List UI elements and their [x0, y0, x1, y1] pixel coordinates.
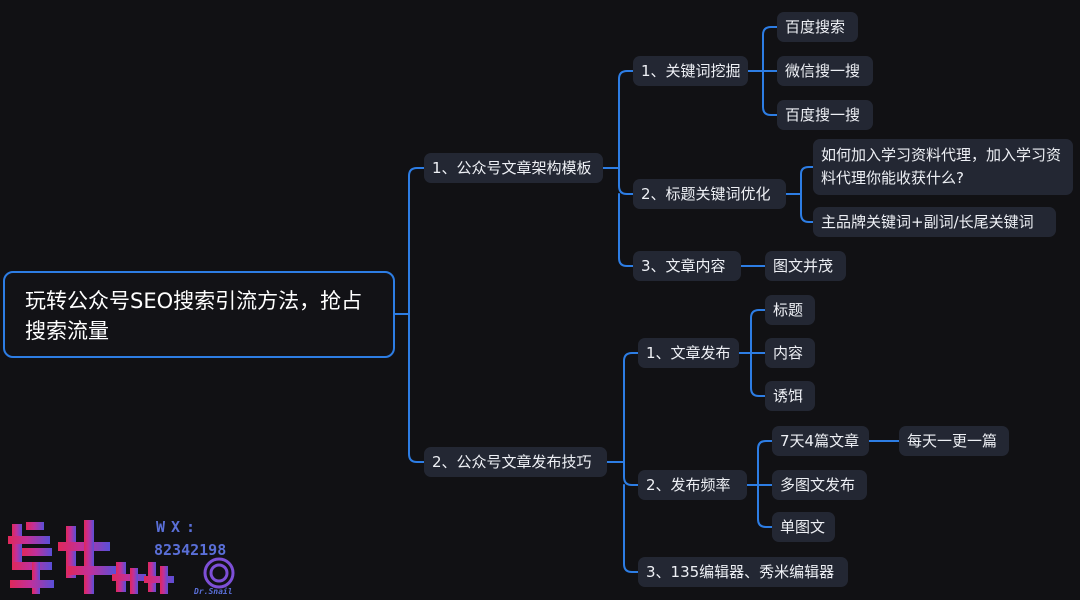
watermark-wx-number: 82342198: [154, 541, 226, 559]
connector-s2-leaf2: [800, 193, 814, 223]
connector-b1-s3: [618, 193, 634, 267]
connector-s1-leaf1: [747, 26, 778, 72]
connector-s1-leaf3: [762, 70, 778, 116]
connector-b1-s2: [618, 167, 634, 195]
root-node[interactable]: 玩转公众号SEO搜索引流方法，抢占搜索流量: [3, 271, 395, 358]
connector-b1-s1: [602, 70, 634, 169]
node-title-keyword-optimization[interactable]: 2、标题关键词优化: [633, 179, 786, 209]
watermark-logo: WX: 82342198 Dr.Snail: [8, 518, 235, 596]
node-keyword-mining[interactable]: 1、关键词挖掘: [633, 56, 748, 86]
node-article-content[interactable]: 3、文章内容: [633, 251, 741, 281]
leaf-content[interactable]: 内容: [765, 338, 815, 368]
watermark-wx-label: WX:: [156, 518, 201, 536]
connector-s2-leaf1: [785, 166, 814, 195]
connector-root-b1: [394, 167, 425, 315]
connector-b2-s2: [623, 461, 639, 486]
connector-root-b2: [408, 313, 425, 463]
leaf-rich-media[interactable]: 图文并茂: [765, 251, 846, 281]
leaf-baidu-souyisou[interactable]: 百度搜一搜: [777, 100, 873, 130]
leaf-title-example[interactable]: 如何加入学习资料代理，加入学习资料代理你能收获什么?: [813, 139, 1073, 195]
leaf-bait[interactable]: 诱饵: [765, 381, 815, 411]
node-editors[interactable]: 3、135编辑器、秀米编辑器: [638, 557, 848, 587]
connector-b2s1-leaf3: [750, 352, 766, 397]
leaf-wechat-search[interactable]: 微信搜一搜: [777, 56, 873, 86]
connector-b2-s3: [623, 484, 639, 573]
connector-b2s1-leaf1: [738, 309, 766, 354]
leaf-seven-days-four[interactable]: 7天4篇文章: [772, 426, 869, 456]
leaf-title[interactable]: 标题: [765, 295, 815, 325]
branch-publishing-tips[interactable]: 2、公众号文章发布技巧: [424, 447, 607, 477]
watermark-signature: Dr.Snail: [193, 586, 233, 596]
leaf-keyword-formula[interactable]: 主品牌关键词+副词/长尾关键词: [813, 207, 1056, 237]
connector-b2-s1: [606, 352, 639, 463]
leaf-baidu-search[interactable]: 百度搜索: [777, 12, 858, 42]
connector-b2s2-leaf3: [757, 484, 773, 528]
branch-architecture-template[interactable]: 1、公众号文章架构模板: [424, 153, 603, 183]
leaf-one-per-day[interactable]: 每天一更一篇: [899, 426, 1009, 456]
node-publish-frequency[interactable]: 2、发布频率: [638, 470, 747, 500]
leaf-multi-article[interactable]: 多图文发布: [772, 470, 867, 500]
node-article-publishing[interactable]: 1、文章发布: [638, 338, 739, 368]
leaf-single-article[interactable]: 单图文: [772, 512, 835, 542]
connector-b2s2-leaf1: [746, 440, 773, 486]
